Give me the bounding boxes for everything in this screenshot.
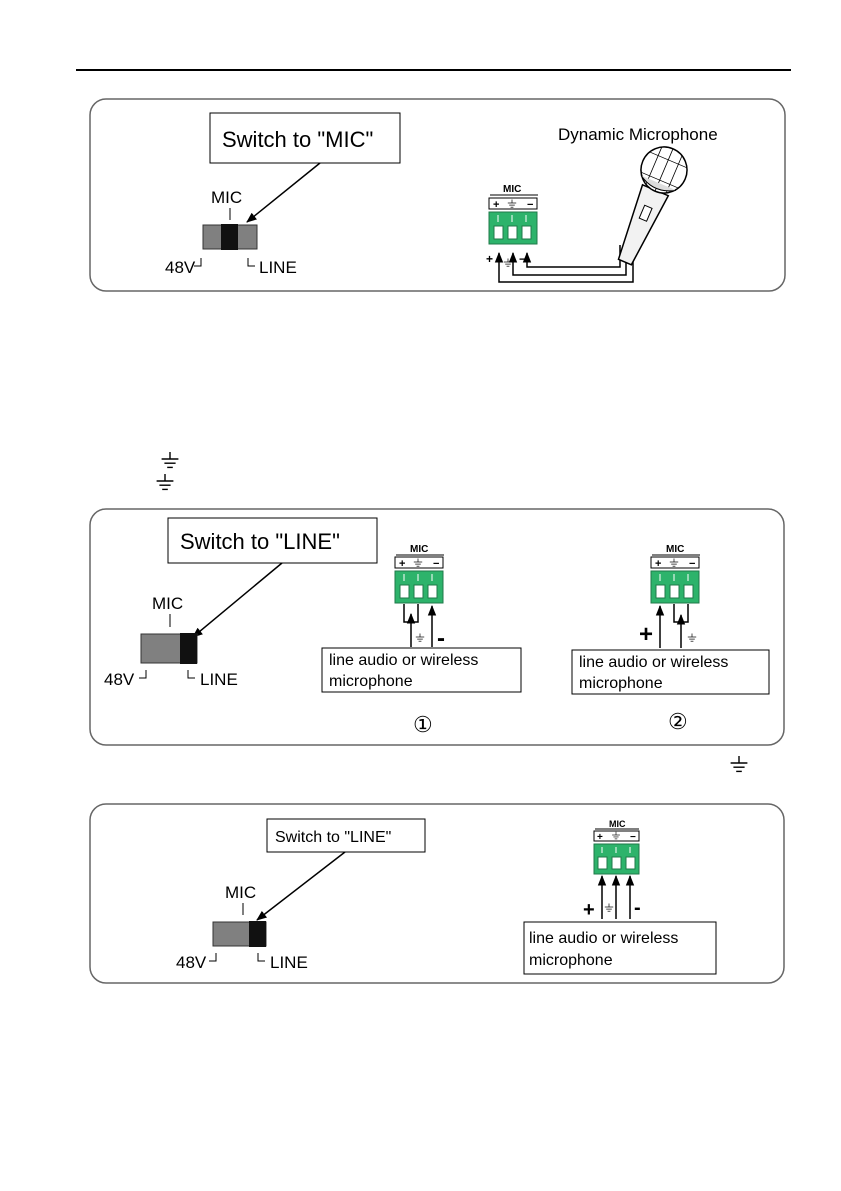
- ground-symbol-icon: [731, 756, 748, 771]
- svg-text:-: -: [634, 897, 641, 919]
- svg-text:+: +: [597, 832, 603, 843]
- selector-switch-line: [141, 633, 197, 664]
- mic-terminal-block-option-2: MIC + −: [651, 544, 700, 603]
- dynamic-microphone-title: Dynamic Microphone: [558, 125, 718, 144]
- switch-mic-label: MIC: [152, 594, 183, 613]
- mic-terminal-block: MIC + −: [489, 184, 538, 244]
- svg-text:+: +: [639, 621, 653, 648]
- svg-text:+: +: [486, 252, 493, 266]
- svg-text:+: +: [493, 199, 499, 211]
- svg-text:microphone: microphone: [579, 675, 663, 692]
- option-2-number: ②: [668, 709, 688, 734]
- svg-text:−: −: [630, 832, 636, 843]
- switch-line-label: LINE: [200, 670, 238, 689]
- ground-symbol-icon: [157, 474, 174, 489]
- svg-text:−: −: [527, 199, 533, 211]
- switch-mic-label: MIC: [211, 188, 242, 207]
- svg-text:−: −: [689, 558, 695, 570]
- svg-text:microphone: microphone: [529, 952, 613, 969]
- switch-line-label: LINE: [259, 258, 297, 277]
- switch-48v-label: 48V: [176, 953, 207, 972]
- svg-text:+: +: [583, 899, 595, 921]
- svg-text:MIC: MIC: [503, 184, 521, 195]
- svg-text:+: +: [399, 558, 405, 570]
- switch-mic-label: MIC: [225, 883, 256, 902]
- dynamic-microphone-icon: [604, 140, 694, 271]
- selector-switch-mic: [203, 224, 257, 250]
- switch-to-line-text: Switch to "LINE": [180, 529, 340, 554]
- svg-text:line audio or wireless: line audio or wireless: [529, 930, 678, 947]
- mic-terminal-block: MIC + −: [594, 819, 639, 874]
- panel-mic-dynamic: Switch to "MIC" MIC 48V LINE MIC + −: [90, 99, 785, 291]
- svg-text:MIC: MIC: [609, 819, 626, 829]
- svg-text:MIC: MIC: [666, 544, 684, 555]
- switch-to-mic-text: Switch to "MIC": [222, 127, 373, 152]
- svg-text:line audio or wireless: line audio or wireless: [329, 652, 478, 669]
- svg-text:+: +: [655, 558, 661, 570]
- switch-48v-label: 48V: [165, 258, 196, 277]
- selector-switch-line: [213, 921, 266, 947]
- switch-to-line-text: Switch to "LINE": [275, 829, 391, 846]
- svg-text:−: −: [519, 252, 526, 266]
- switch-line-label: LINE: [270, 953, 308, 972]
- svg-text:MIC: MIC: [410, 544, 428, 555]
- svg-text:−: −: [433, 558, 439, 570]
- switch-48v-label: 48V: [104, 670, 135, 689]
- panel-line-options: Switch to "LINE" MIC 48V LINE MIC + −: [90, 509, 784, 745]
- panel-line-balanced: Switch to "LINE" MIC 48V LINE MIC + −: [90, 804, 784, 983]
- ground-symbol-icon: [162, 452, 179, 467]
- mic-terminal-block-option-1: MIC + −: [395, 544, 444, 603]
- svg-text:line audio or wireless: line audio or wireless: [579, 654, 728, 671]
- option-1-number: ①: [413, 712, 433, 737]
- svg-text:microphone: microphone: [329, 673, 413, 690]
